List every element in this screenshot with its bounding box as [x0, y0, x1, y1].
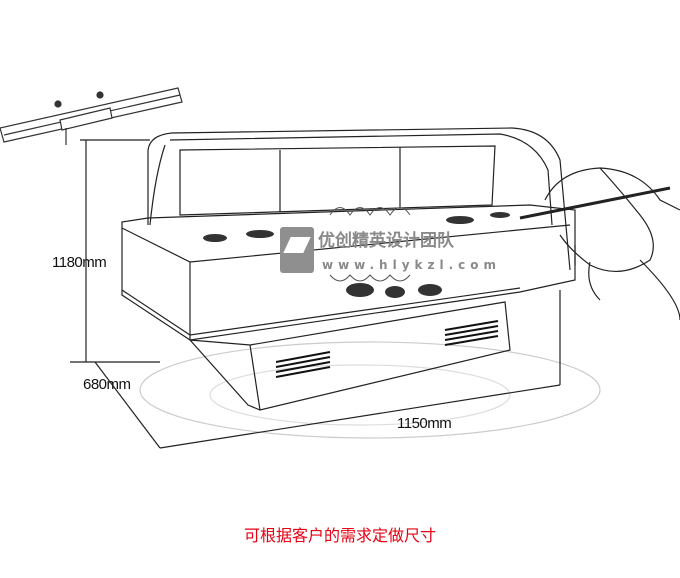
watermark-url: www.hlykzl.com — [322, 258, 502, 272]
height-label: 1180mm — [52, 254, 107, 271]
watermark-logo — [280, 227, 314, 273]
depth-label: 680mm — [83, 376, 131, 393]
watermark-ornament — [329, 207, 411, 282]
food-display — [203, 212, 510, 298]
watermark-text: 优创精英设计团队 — [318, 231, 454, 251]
floor-guide — [139, 341, 601, 439]
vent-grille — [275, 320, 499, 378]
width-dimension-line — [159, 384, 561, 449]
glass-canopy — [147, 127, 571, 271]
hand-with-pen-icon — [519, 167, 680, 321]
depth-dimension-line — [94, 361, 161, 449]
cabinet-body — [121, 204, 576, 411]
width-label: 1150mm — [397, 415, 452, 432]
caption: 可根据客户的需求定做尺寸 — [243, 526, 436, 545]
ruler-icon — [0, 87, 183, 145]
